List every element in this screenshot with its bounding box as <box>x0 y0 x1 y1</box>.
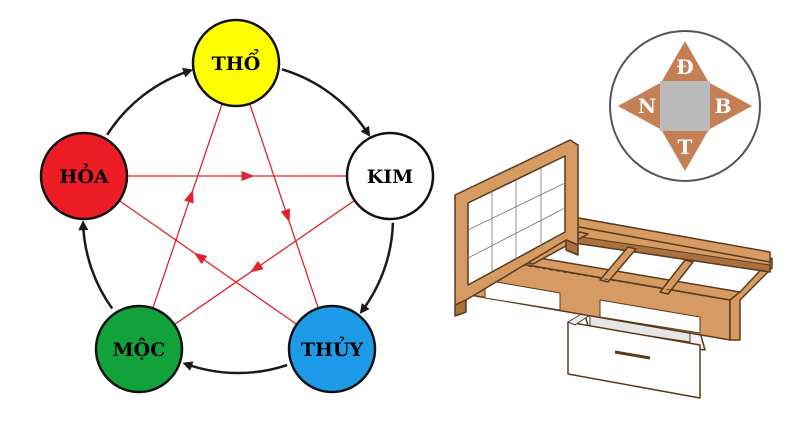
cycle-arrow-tho-kim <box>281 68 371 137</box>
compass-point-east <box>710 83 752 129</box>
control-arrow-hoa-kim <box>241 171 255 181</box>
compass-center <box>660 81 710 131</box>
compass-label-south: T <box>678 135 693 159</box>
node-kim-circle <box>345 131 435 221</box>
control-line-thuy-hoa <box>118 200 298 325</box>
bed-drawer <box>567 311 706 399</box>
node-moc-label: MỘC <box>113 337 166 361</box>
control-arrow-moc-tho <box>184 189 194 204</box>
control-arrow-kim-moc <box>250 260 264 273</box>
node-hoa-label: HỎA <box>59 162 109 188</box>
cycle-arrow-kim-thuy <box>359 222 395 314</box>
compass-label-west: N <box>638 94 656 118</box>
element-nodes: THỔ KIM THỦY MỘC HỎA <box>39 18 435 394</box>
node-thuy-circle <box>287 304 377 394</box>
controlling-cycle <box>118 103 355 326</box>
control-line-kim-moc <box>174 199 355 326</box>
node-hoa: HỎA <box>39 131 129 221</box>
compass-label-east: B <box>715 94 732 118</box>
control-arrow-thuy-hoa <box>193 252 208 265</box>
generating-cycle <box>78 67 395 375</box>
node-kim: KIM <box>345 131 435 221</box>
node-kim-label: KIM <box>367 166 413 188</box>
cycle-arrow-thuy-moc <box>182 361 288 375</box>
node-tho-label: THỔ <box>212 48 261 75</box>
node-thuy-label: THỦY <box>301 335 364 361</box>
five-elements-diagram: THỔ KIM THỦY MỘC HỎA <box>39 18 435 394</box>
node-thuy: THỦY <box>287 304 377 394</box>
compass-point-north <box>662 41 708 81</box>
control-arrow-tho-thuy <box>280 208 291 223</box>
compass-point-south <box>662 131 708 171</box>
compass: Đ B T N <box>609 30 761 182</box>
node-moc-circle <box>94 304 184 394</box>
cycle-arrow-hoa-tho <box>106 67 194 136</box>
node-tho: THỔ <box>191 18 281 108</box>
bed-illustration <box>454 139 773 399</box>
node-moc: MỘC <box>94 304 184 394</box>
control-line-moc-tho <box>152 103 223 309</box>
control-line-tho-thuy <box>249 103 319 309</box>
node-tho-circle <box>191 18 281 108</box>
node-hoa-circle <box>39 131 129 221</box>
compass-label-north: Đ <box>676 55 693 79</box>
cycle-arrow-moc-hoa <box>78 220 114 310</box>
compass-point-west <box>618 83 660 129</box>
